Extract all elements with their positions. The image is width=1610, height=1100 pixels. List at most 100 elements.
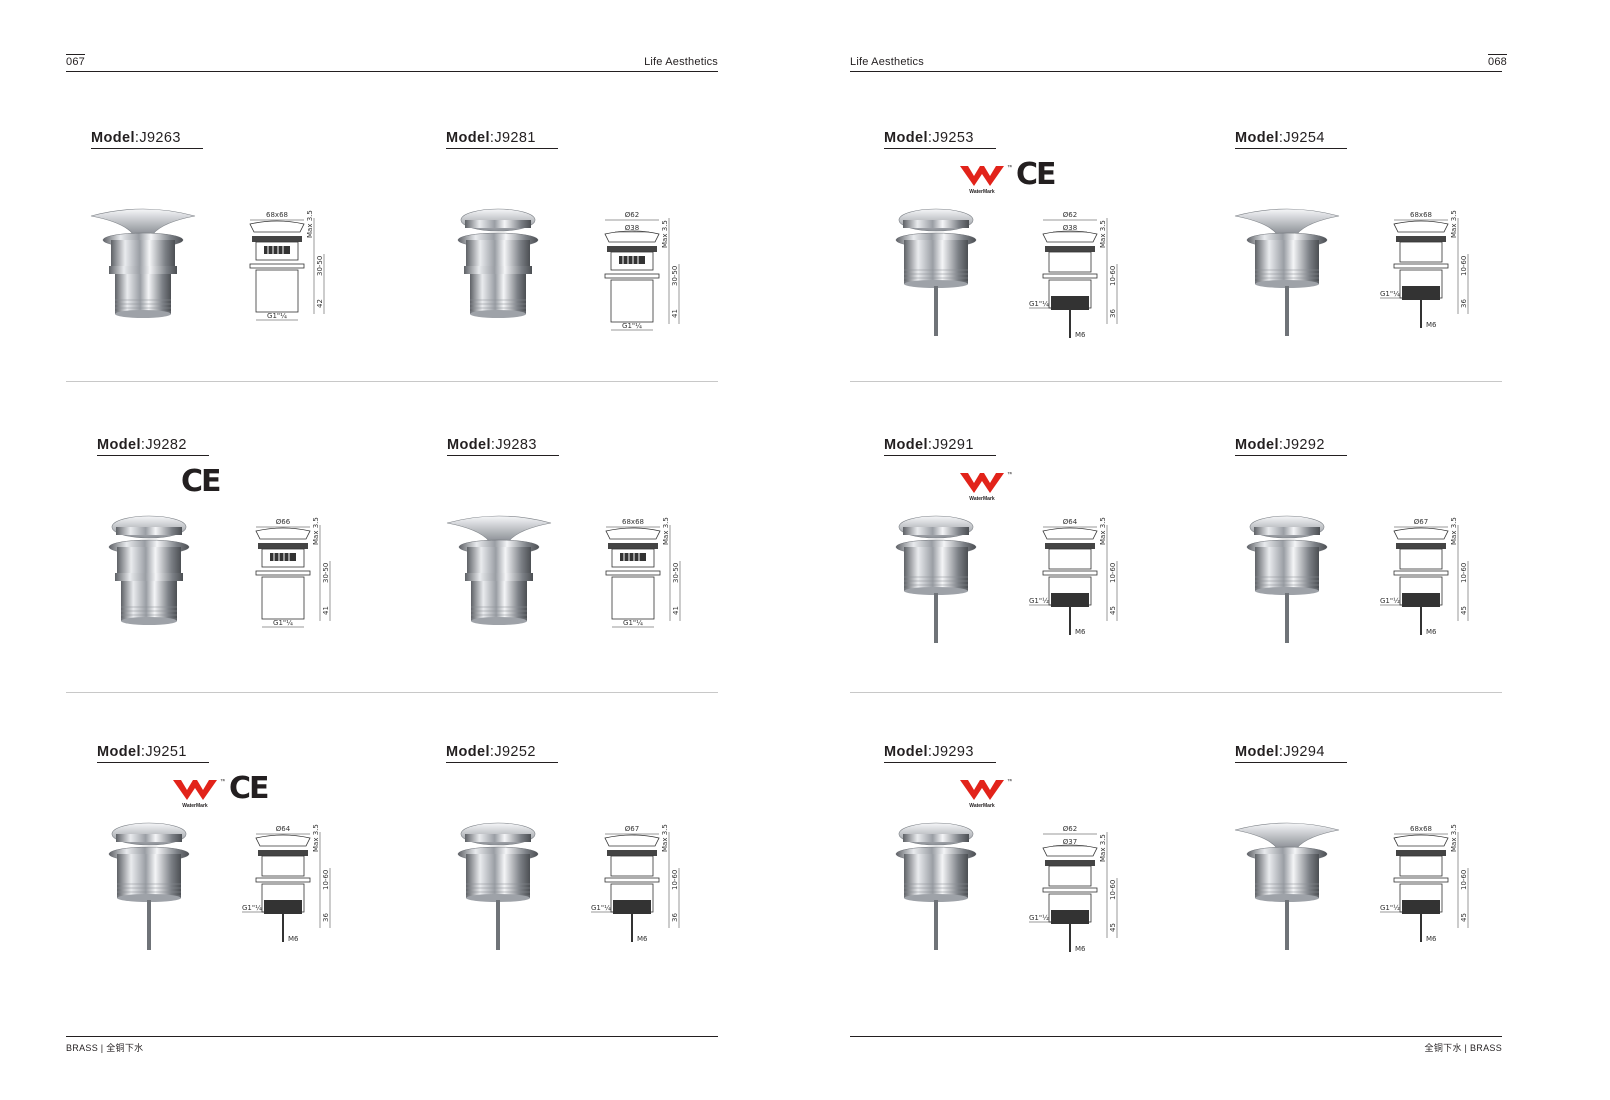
model-label: Model:J9253 [884,130,996,149]
thread-label: G1"¼ [273,619,293,627]
adjust-range-label: 10-60 [1460,870,1468,890]
thread-label: G1"½ [1380,904,1400,912]
adjust-range-label: 30-50 [671,266,679,286]
model-number: :J9263 [134,130,181,146]
cap-height-label: Max 3.5 [1450,824,1458,852]
model-number: :J9293 [927,744,974,760]
thread-label: G1"¼ [267,312,287,320]
stem-thread-label: M6 [1426,628,1437,636]
model-prefix: Model [884,744,928,760]
model-label: Model:J9293 [884,744,996,763]
model-prefix: Model [91,130,135,146]
model-label: Model:J9294 [1235,744,1347,763]
thread-label: G1"½ [1029,597,1049,605]
model-number: :J9292 [1278,437,1325,453]
product-photo-wrap [89,507,209,652]
svg-text:™: ™ [1007,778,1012,785]
stem-thread-label: M6 [1075,628,1086,636]
model-number: :J9253 [927,130,974,146]
thread-label: G1"¼ [622,322,642,330]
cap-height-label: Max 3.5 [1450,517,1458,545]
row-divider [66,692,718,693]
product-photo-wrap [876,814,996,959]
model-prefix: Model [446,130,490,146]
model-prefix: Model [447,437,491,453]
watermark-label: WaterMark [969,803,995,809]
cap-height-label: Max 3.5 [661,220,669,248]
product-photo-wrap [1227,507,1347,652]
row-divider [850,381,1502,382]
product-photo [1246,515,1328,643]
product-photo-wrap [438,200,558,345]
row-divider [850,692,1502,693]
certification-marks: CE [177,464,221,499]
adjust-range-label: 30-50 [316,256,324,276]
certification-marks: ™ WaterMark [956,467,1013,508]
product-photo [457,822,539,950]
body-height-label: 36 [1460,299,1468,308]
inner-dimension-label: Ø38 [625,224,639,232]
model-label: Model:J9291 [884,437,996,456]
model-number: :J9282 [140,437,187,453]
product-photo [446,515,552,625]
header-rule-left [66,71,718,72]
cap-dimension-label: Ø64 [1063,518,1078,526]
cap-dimension-label: Ø67 [625,825,639,833]
certification-marks: ™ WaterMark [956,774,1013,815]
watermark-label: WaterMark [969,496,995,502]
page-number-right: 068 [1488,54,1507,68]
model-label: Model:J9292 [1235,437,1347,456]
model-prefix: Model [1235,437,1279,453]
svg-text:™: ™ [1007,164,1012,171]
body-height-label: 36 [322,913,330,922]
model-label: Model:J9281 [446,130,558,149]
cap-dimension-label: Ø62 [1063,211,1077,219]
cap-dimension-label: 68x68 [1410,211,1432,219]
watermark-logo: ™ WaterMark [956,774,1013,815]
thread-label: G1"½ [1029,914,1049,922]
stem-thread-label: M6 [1075,331,1086,339]
body-height-label: 45 [1109,606,1117,615]
model-prefix: Model [1235,130,1279,146]
adjust-range-label: 30-50 [322,563,330,583]
model-label: Model:J9251 [97,744,209,763]
cap-dimension-label: 68x68 [622,518,644,526]
model-number: :J9291 [927,437,974,453]
model-number: :J9252 [489,744,536,760]
ce-mark: CE [181,464,221,499]
thread-label: G1"¼ [623,619,643,627]
body-height-label: 41 [671,309,679,318]
row-divider [66,381,718,382]
cap-height-label: Max 3.5 [1450,210,1458,238]
model-label: Model:J9283 [447,437,559,456]
product-photo-wrap [876,200,996,345]
body-height-label: 36 [1109,309,1117,318]
model-label: Model:J9254 [1235,130,1347,149]
cap-height-label: Max 3.5 [661,824,669,852]
stem-thread-label: M6 [1075,945,1086,953]
model-number: :J9251 [140,744,187,760]
footer-right: 全铜下水 | BRASS [1424,1043,1502,1053]
thread-label: G1"¼ [591,904,611,912]
product-photo [895,515,977,643]
body-height-label: 42 [316,299,324,308]
